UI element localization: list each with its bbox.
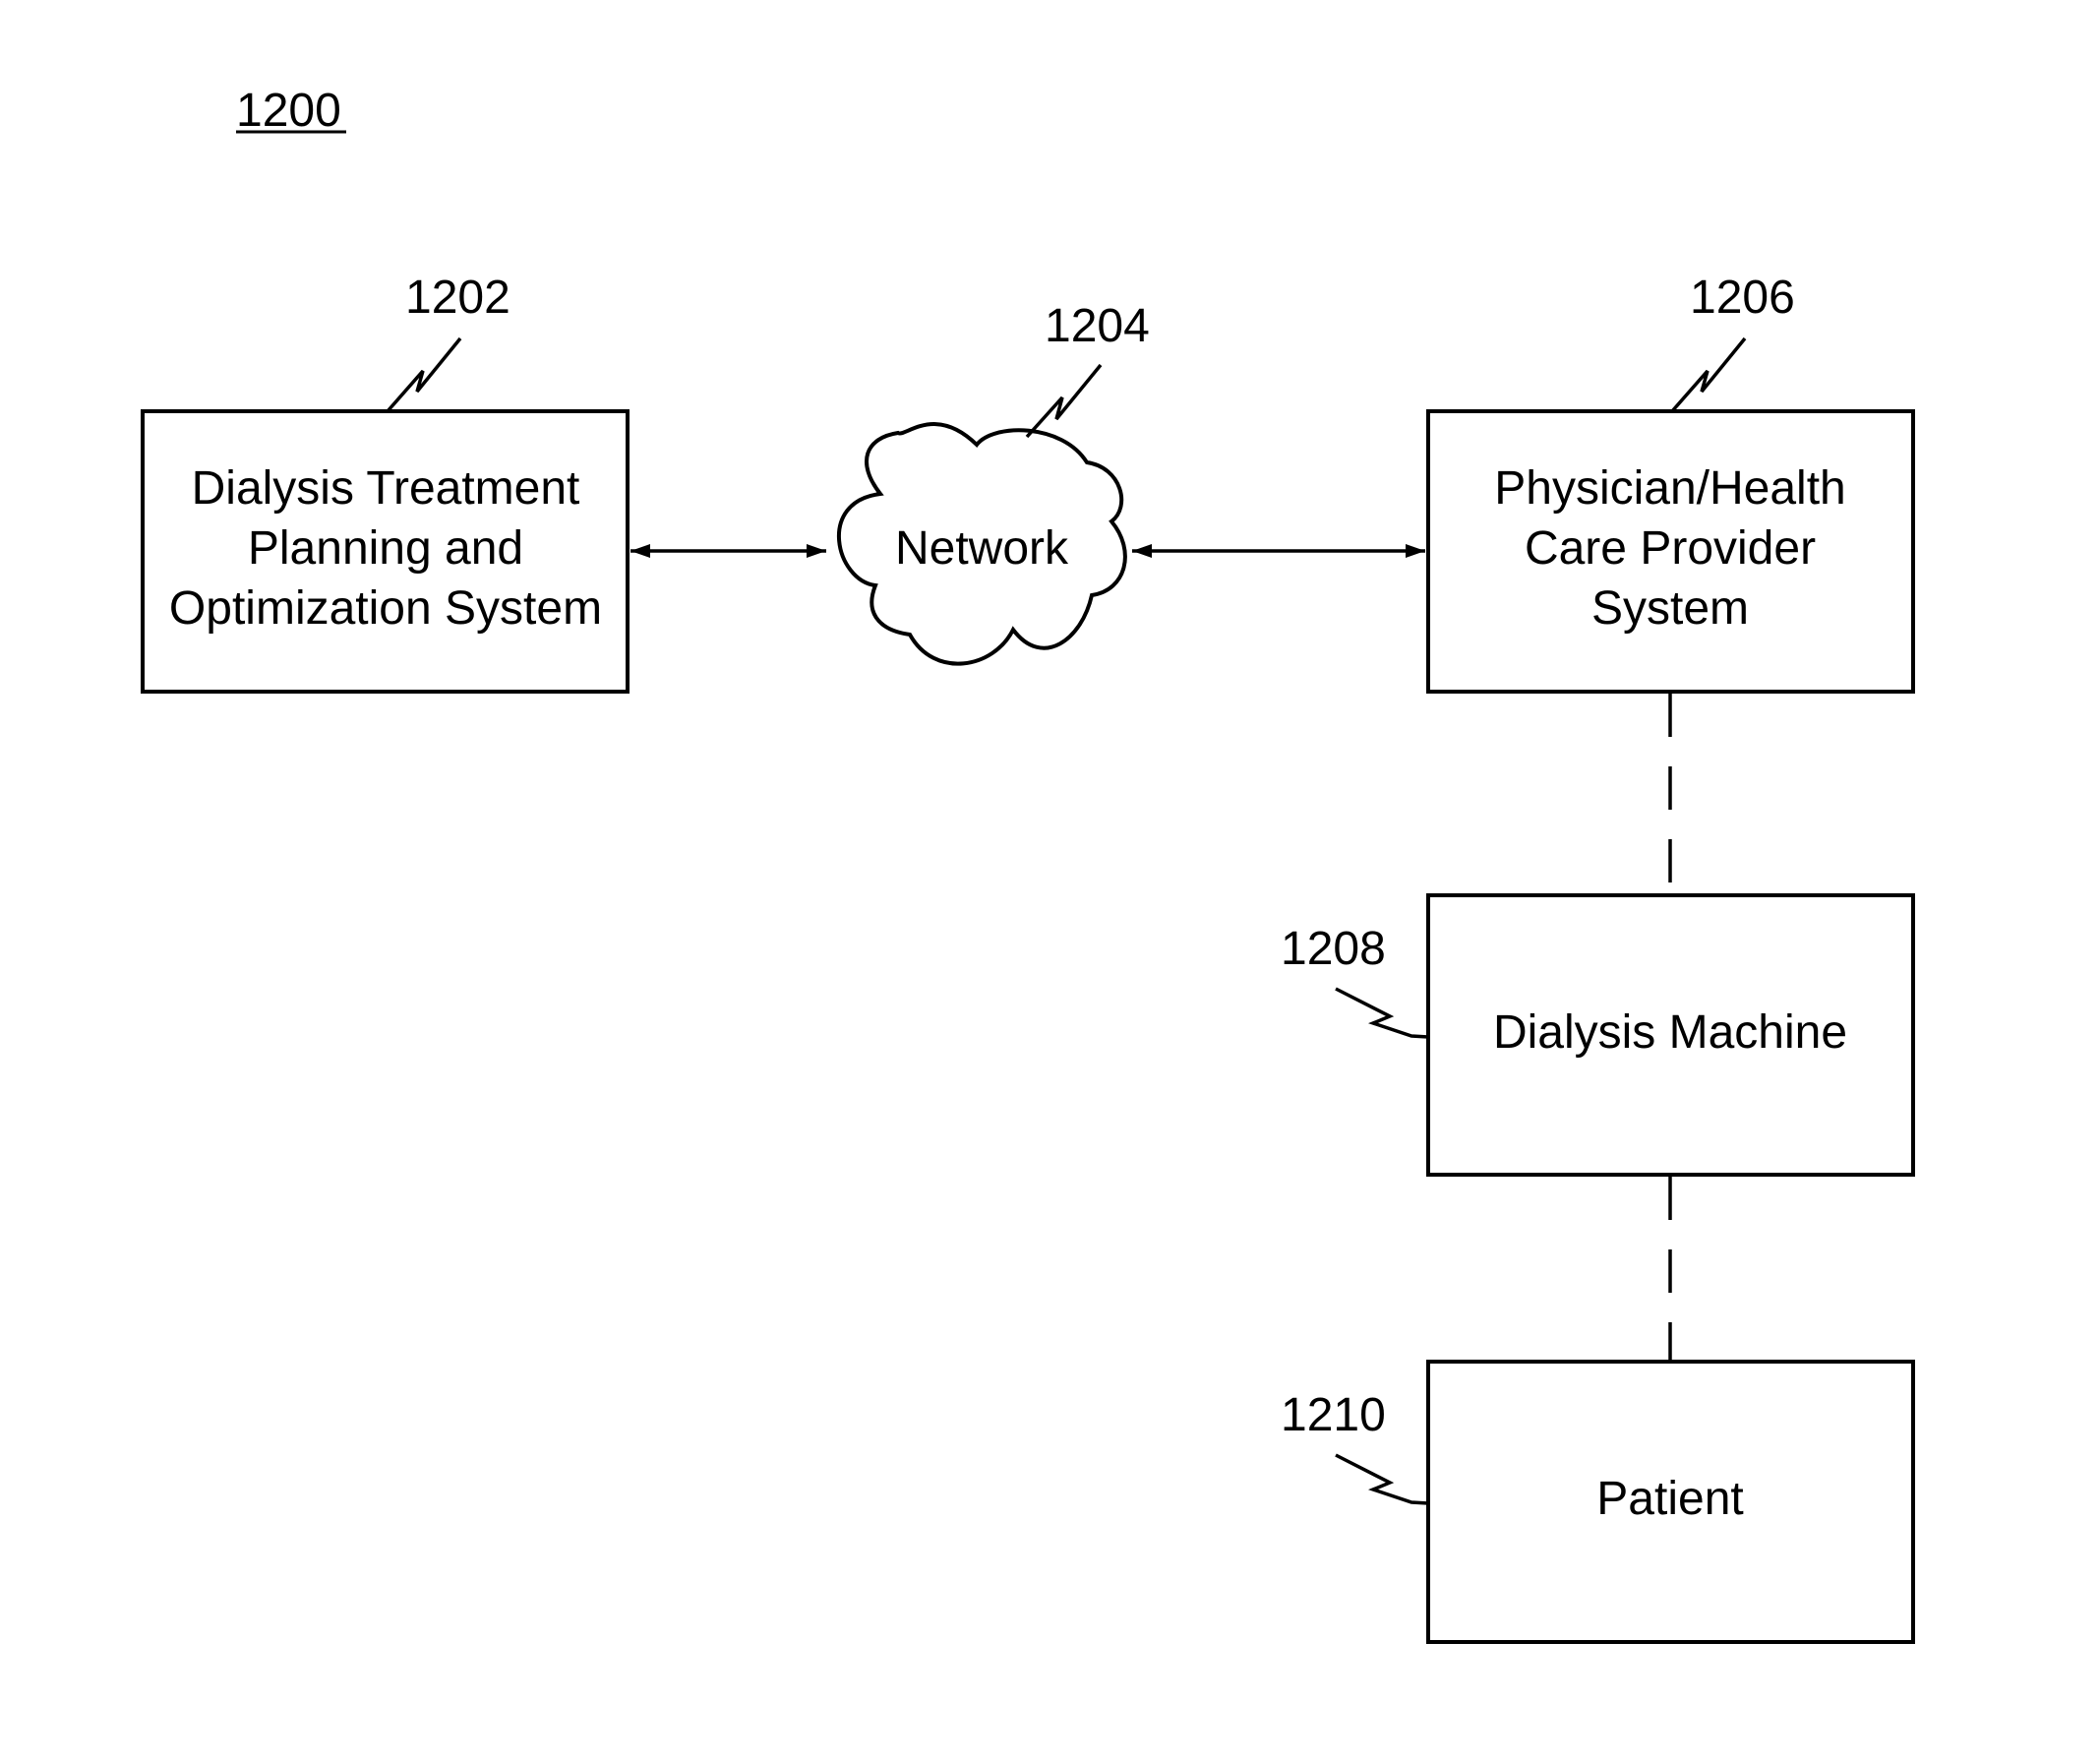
provider-system-leader [1672, 338, 1745, 411]
dialysis-machine-label: Dialysis Machine [1493, 1006, 1847, 1059]
planning-system-line-1: Dialysis Treatment [192, 462, 580, 515]
network-label: Network [895, 522, 1069, 575]
provider-system-node: Physician/Health Care Provider System 12… [1428, 272, 1913, 692]
planning-system-ref: 1202 [405, 272, 510, 324]
planning-system-line-2: Planning and [248, 522, 523, 575]
dialysis-machine-node: Dialysis Machine 1208 [1281, 895, 1913, 1175]
provider-system-line-3: System [1591, 582, 1749, 635]
figure-number-text: 1200 [236, 85, 341, 137]
provider-system-line-1: Physician/Health [1494, 462, 1846, 515]
planning-system-leader [388, 338, 460, 411]
network-ref: 1204 [1045, 300, 1150, 352]
patient-node: Patient 1210 [1281, 1362, 1913, 1642]
dialysis-machine-leader [1336, 989, 1428, 1037]
network-leader [1027, 365, 1101, 437]
patient-ref: 1210 [1281, 1389, 1386, 1441]
figure-number: 1200 [236, 85, 346, 137]
planning-system-node: Dialysis Treatment Planning and Optimiza… [143, 272, 628, 692]
patient-label: Patient [1596, 1473, 1743, 1525]
patient-leader [1336, 1455, 1428, 1503]
dialysis-machine-ref: 1208 [1281, 923, 1386, 975]
provider-system-line-2: Care Provider [1525, 522, 1816, 575]
provider-system-ref: 1206 [1690, 272, 1795, 324]
planning-system-line-3: Optimization System [169, 582, 602, 635]
network-node: Network 1204 [839, 300, 1150, 664]
